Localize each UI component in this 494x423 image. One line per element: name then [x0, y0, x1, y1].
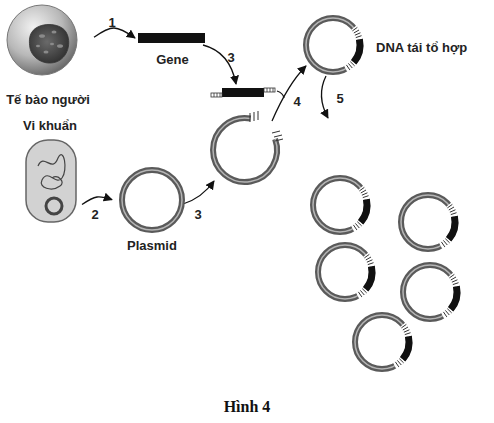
- merge-line: [277, 91, 284, 98]
- tick: [275, 139, 283, 141]
- bacterium-body: [26, 140, 76, 222]
- gene-fragment: [222, 88, 264, 97]
- tick: [220, 93, 221, 97]
- step-number: 5: [336, 91, 343, 106]
- recombinant-copies: [313, 178, 459, 369]
- recombinant-copy: [403, 265, 459, 319]
- recombinant-copy: [313, 178, 369, 232]
- figure-caption: Hình 4: [0, 398, 494, 416]
- step-number: 3: [194, 207, 201, 222]
- ring-highlight: [213, 118, 277, 182]
- illustrated-node: Gene: [135, 30, 210, 70]
- tick: [274, 135, 282, 137]
- step-connector: [82, 197, 112, 205]
- illustrated-node: Vi khuẩn: [18, 116, 82, 224]
- sticky-end: [211, 93, 222, 97]
- node-label: Plasmid: [112, 238, 192, 253]
- tick: [272, 131, 280, 133]
- tick: [214, 93, 215, 97]
- step-arrow: [321, 76, 328, 118]
- chromatin-spot: [57, 44, 63, 48]
- tick: [267, 88, 268, 92]
- step-number: 4: [293, 94, 300, 109]
- opened-plasmid: [213, 111, 283, 182]
- illustrated-node: Plasmid: [112, 168, 192, 256]
- sticky-end-ticks: [250, 111, 283, 141]
- recombinant-ring: [306, 18, 362, 72]
- step-number: 2: [91, 207, 98, 222]
- chromatin-spot: [39, 34, 45, 38]
- small-plasmid: [46, 198, 62, 214]
- step-arrow: [183, 181, 214, 204]
- step-number: 1: [108, 15, 115, 30]
- step-arrow: [203, 45, 236, 84]
- chromatin-spot: [50, 43, 54, 45]
- node-label: Tế bào người: [0, 92, 98, 107]
- ring-body: [213, 118, 277, 182]
- tick: [250, 113, 251, 122]
- illustrated-node: DNA tái tổ hợp: [300, 12, 488, 82]
- sticky-end: [264, 88, 275, 92]
- illustrated-node: Tế bào người: [2, 2, 94, 112]
- step-number: 3: [227, 50, 234, 65]
- node-label: Vi khuẩn: [14, 118, 86, 133]
- cut-gene: [211, 88, 275, 97]
- recombinant-copy: [401, 195, 457, 249]
- chromatin-spot: [36, 45, 40, 47]
- chromatin-spot: [52, 31, 57, 34]
- tick: [217, 93, 218, 97]
- plasmid-ring: [122, 170, 182, 230]
- step-arrow: [272, 66, 306, 121]
- tick: [254, 112, 255, 121]
- node-label: Gene: [135, 52, 210, 67]
- sticky-end-ticks: [214, 88, 273, 97]
- tick: [270, 88, 271, 92]
- step-arrows: [183, 45, 328, 204]
- tick: [258, 111, 259, 120]
- ring-highlight: [122, 170, 182, 230]
- tick: [273, 88, 274, 92]
- chromatin-spot: [44, 51, 49, 54]
- gene-bar: [138, 33, 205, 43]
- recombinant-copy: [355, 315, 411, 369]
- bacterial-chromosome: [38, 155, 65, 189]
- recombinant-copy: [318, 245, 374, 299]
- cell-nucleus: [29, 25, 68, 64]
- cell-body: [7, 5, 77, 75]
- node-label: DNA tái tổ hợp: [376, 40, 488, 55]
